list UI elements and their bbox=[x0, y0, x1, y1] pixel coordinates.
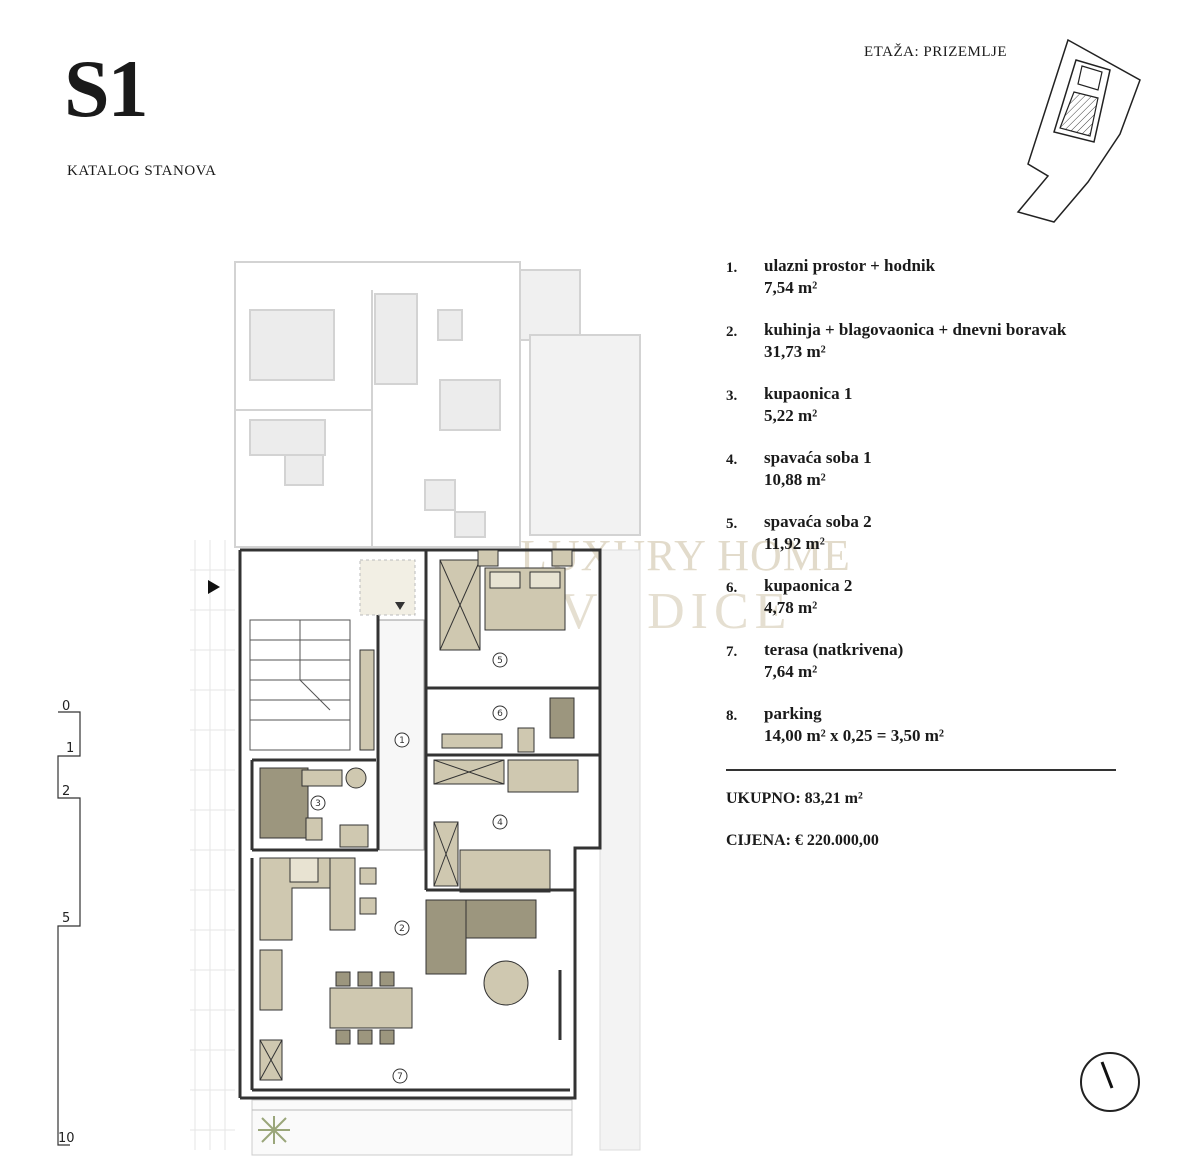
catalog-label: KATALOG STANOVA bbox=[67, 163, 217, 179]
neighbor-unit-faded bbox=[234, 261, 641, 548]
stairs bbox=[249, 619, 351, 751]
room-name: kupaonica 1 bbox=[764, 384, 853, 403]
room-item: 2. kuhinja + blagovaonica + dnevni borav… bbox=[726, 320, 1166, 384]
room-area: 11,92 m² bbox=[764, 534, 825, 553]
room-name: parking bbox=[764, 704, 822, 723]
room-item: 7. terasa (natkrivena) 7,64 m² bbox=[726, 640, 1166, 704]
scale-label-5: 5 bbox=[62, 911, 70, 926]
room-name: terasa (natkrivena) bbox=[764, 640, 904, 659]
plan-label-7: 7 bbox=[397, 1072, 403, 1082]
total-area: UKUPNO: 83,21 m² bbox=[726, 790, 863, 807]
compass-icon bbox=[1080, 1052, 1140, 1112]
plan-label-5: 5 bbox=[497, 656, 503, 666]
room-number: 4. bbox=[726, 452, 738, 468]
plan-label-4: 4 bbox=[497, 818, 503, 828]
garden-grid bbox=[190, 540, 235, 1150]
plan-label-2: 2 bbox=[399, 924, 405, 934]
room-item: 8. parking 14,00 m² x 0,25 = 3,50 m² bbox=[726, 704, 1166, 768]
plan-label-1: 1 bbox=[399, 736, 405, 746]
room-area: 4,78 m² bbox=[764, 598, 818, 617]
room-number: 3. bbox=[726, 388, 738, 404]
scale-label-0: 0 bbox=[62, 699, 70, 714]
site-plan-key bbox=[1016, 38, 1141, 223]
room-name: spavaća soba 1 bbox=[764, 448, 872, 467]
room-list: 1. ulazni prostor + hodnik 7,54 m² 2. ku… bbox=[726, 256, 1166, 768]
scale-label-2: 2 bbox=[62, 784, 70, 799]
room-number: 1. bbox=[726, 260, 738, 276]
price: CIJENA: € 220.000,00 bbox=[726, 832, 879, 849]
room-area: 7,54 m² bbox=[764, 278, 818, 297]
room-number: 6. bbox=[726, 580, 738, 596]
plan-label-6: 6 bbox=[497, 709, 503, 719]
room-area: 14,00 m² x 0,25 = 3,50 m² bbox=[764, 726, 944, 745]
scale-bar: 0 1 2 5 10 bbox=[57, 699, 81, 1146]
room-item: 5. spavaća soba 2 11,92 m² bbox=[726, 512, 1166, 576]
room-number-labels: 1 2 3 4 5 6 7 bbox=[310, 652, 508, 1084]
scale-label-1: 1 bbox=[66, 741, 74, 756]
room-item: 4. spavaća soba 1 10,88 m² bbox=[726, 448, 1166, 512]
room-number: 8. bbox=[726, 708, 738, 724]
room-item: 1. ulazni prostor + hodnik 7,54 m² bbox=[726, 256, 1166, 320]
room-name: ulazni prostor + hodnik bbox=[764, 256, 936, 275]
unit-walls bbox=[238, 548, 602, 1100]
plant-icon bbox=[258, 1116, 290, 1144]
room-number: 7. bbox=[726, 644, 738, 660]
floor-plan: 1 2 3 4 5 6 7 bbox=[190, 261, 641, 1156]
scale-label-10: 10 bbox=[58, 1131, 75, 1146]
room-name: kupaonica 2 bbox=[764, 576, 853, 595]
room-number: 2. bbox=[726, 324, 738, 340]
room-number: 5. bbox=[726, 516, 738, 532]
apartment-code: S1 bbox=[64, 43, 149, 134]
room-area: 31,73 m² bbox=[764, 342, 826, 361]
plan-label-3: 3 bbox=[315, 799, 321, 809]
room-name: kuhinja + blagovaonica + dnevni boravak bbox=[764, 320, 1067, 339]
room-area: 10,88 m² bbox=[764, 470, 826, 489]
room-name: spavaća soba 2 bbox=[764, 512, 872, 531]
room-item: 3. kupaonica 1 5,22 m² bbox=[726, 384, 1166, 448]
room-area: 7,64 m² bbox=[764, 662, 818, 681]
summary-divider bbox=[726, 769, 1116, 771]
floor-label: ETAŽA: PRIZEMLJE bbox=[864, 44, 1008, 60]
room-item: 6. kupaonica 2 4,78 m² bbox=[726, 576, 1166, 640]
room-area: 5,22 m² bbox=[764, 406, 818, 425]
entrance-arrow-icon bbox=[208, 580, 220, 594]
